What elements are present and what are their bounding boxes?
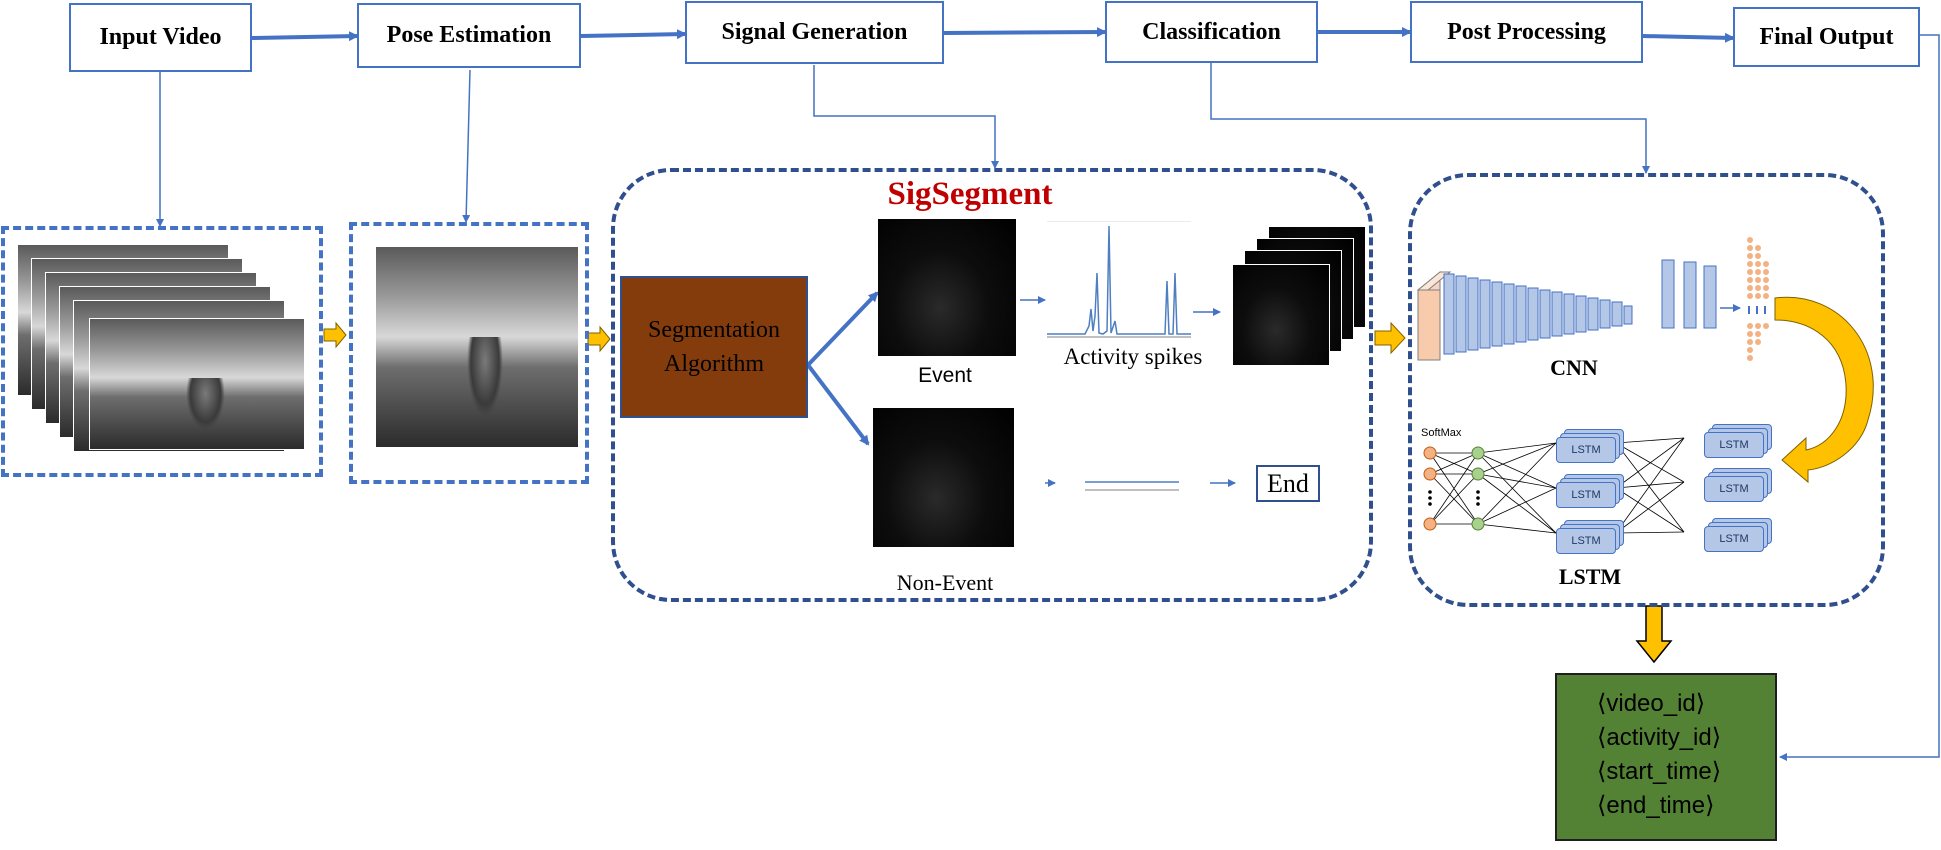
event-label: Event xyxy=(918,364,972,387)
drop-signal xyxy=(813,65,999,169)
end-label: End xyxy=(1267,468,1309,498)
lstm-cell-label: LSTM xyxy=(1719,533,1749,545)
lstm-cell: LSTM xyxy=(1704,526,1764,552)
segmentation-algorithm-box: Segmentation Algorithm xyxy=(620,276,808,418)
flat-signal-plot xyxy=(1085,481,1179,491)
orange-arrow-1 xyxy=(323,321,347,349)
cnn-label: CNN xyxy=(1550,355,1598,380)
cnn-layers xyxy=(1416,237,1769,361)
segmentation-algorithm-line1: Segmentation xyxy=(648,317,780,343)
arrow-input-to-pose xyxy=(251,31,359,42)
stage-final-output: Final Output xyxy=(1733,7,1920,67)
arrow-signal-to-class xyxy=(943,27,1107,38)
output-field-end-time: ⟨end_time⟩ xyxy=(1597,792,1715,819)
drop-pose xyxy=(462,69,471,223)
pose-estimation-panel xyxy=(349,222,589,484)
arrow-seg-to-event xyxy=(806,291,879,367)
lstm-cell: LSTM xyxy=(1556,437,1616,463)
input-video-frames-panel xyxy=(1,226,323,477)
stage-signal-generation-label: Signal Generation xyxy=(721,19,908,45)
stage-pose-estimation: Pose Estimation xyxy=(357,3,581,68)
segmentation-algorithm-line2: Algorithm xyxy=(664,351,764,377)
non-event-label: Non-Event xyxy=(896,570,994,595)
orange-curved-arrow xyxy=(1774,296,1874,484)
output-field-video-id: ⟨video_id⟩ xyxy=(1597,690,1706,717)
orange-arrow-2 xyxy=(587,325,611,353)
event-clip-stack xyxy=(1232,226,1366,368)
pose-frame xyxy=(375,246,579,448)
lstm-cell: LSTM xyxy=(1556,528,1616,554)
stage-classification: Classification xyxy=(1105,1,1318,63)
lstm-cell-label: LSTM xyxy=(1571,444,1601,456)
cnn-diagram xyxy=(1416,237,1769,361)
output-field-start-time: ⟨start_time⟩ xyxy=(1597,758,1722,785)
lstm-cell-label: LSTM xyxy=(1719,483,1749,495)
activity-spikes-line xyxy=(1047,225,1191,335)
lstm-cell: LSTM xyxy=(1704,432,1764,458)
softmax-label: SoftMax xyxy=(1421,427,1462,439)
lstm-cell-label: LSTM xyxy=(1719,439,1749,451)
end-box: End xyxy=(1256,465,1320,502)
lstm-label: LSTM xyxy=(1558,564,1622,589)
final-to-output xyxy=(1779,34,1940,761)
stage-input-video: Input Video xyxy=(69,3,252,72)
classifier-panel xyxy=(1408,173,1885,607)
lstm-cell: LSTM xyxy=(1704,476,1764,502)
output-field-activity-id: ⟨activity_id⟩ xyxy=(1597,724,1722,751)
stage-classification-label: Classification xyxy=(1142,18,1281,45)
stage-pose-estimation-label: Pose Estimation xyxy=(386,22,552,48)
lstm-cell-label: LSTM xyxy=(1571,489,1601,501)
orange-arrow-down xyxy=(1635,605,1673,664)
arrow-post-to-final xyxy=(1642,32,1735,43)
stage-input-video-label: Input Video xyxy=(99,24,222,50)
event-clip xyxy=(1232,264,1330,366)
stage-post-processing-label: Post Processing xyxy=(1447,18,1606,45)
activity-spikes-label: Activity spikes xyxy=(1063,344,1203,369)
lstm-network: SoftMax xyxy=(1421,427,1685,534)
arrow-pose-to-signal xyxy=(580,29,687,40)
output-fields-box: ⟨video_id⟩ ⟨activity_id⟩ ⟨start_time⟩ ⟨e… xyxy=(1555,673,1777,841)
event-frame xyxy=(878,219,1016,356)
stage-post-processing: Post Processing xyxy=(1410,1,1643,63)
stage-signal-generation: Signal Generation xyxy=(685,1,944,64)
sigsegment-title: SigSegment xyxy=(887,176,1053,212)
lstm-cell: LSTM xyxy=(1556,482,1616,508)
orange-arrow-3 xyxy=(1374,321,1406,355)
sigsegment-panel xyxy=(611,168,1373,602)
non-event-frame xyxy=(873,408,1014,547)
drop-class xyxy=(1210,62,1650,174)
stage-final-output-label: Final Output xyxy=(1759,23,1894,50)
arrow-seg-to-nonevent xyxy=(806,363,870,446)
lstm-cell-label: LSTM xyxy=(1571,535,1601,547)
video-frame xyxy=(89,318,305,450)
activity-spikes-plot xyxy=(1047,221,1191,338)
